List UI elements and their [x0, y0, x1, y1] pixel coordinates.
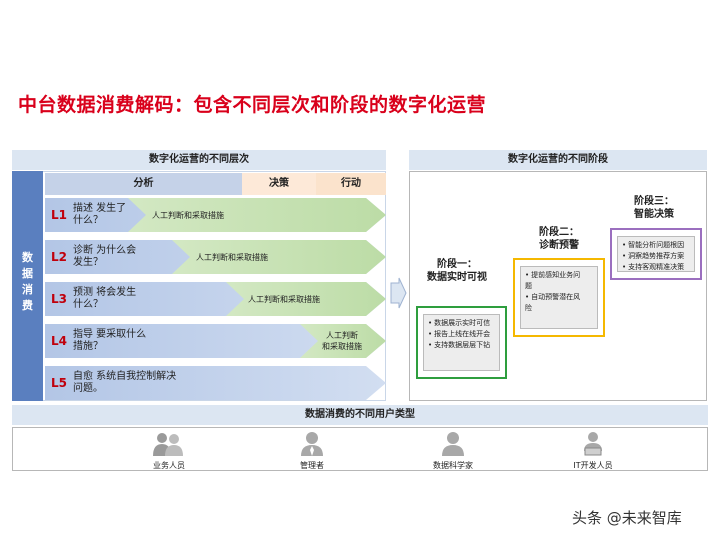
user-types-panel: [12, 427, 708, 471]
stage-3-item: 智能分析问题根因: [622, 240, 690, 251]
l3-arrow: [226, 282, 386, 316]
level-l4-desc-line2: 措施？: [73, 341, 103, 352]
stage-1-item: 数据展示实时可信: [428, 318, 495, 329]
data-consumption-bar: [12, 171, 43, 401]
stage-1-item: 报告上线在线开会: [428, 329, 495, 340]
stage-1-item: 支持数据层层下钻: [428, 340, 495, 351]
l4-arrow: [300, 324, 386, 358]
stage-1-title-line2: 数据实时可视: [427, 272, 487, 283]
level-l1-arrow-text: 人工判断和采取措施: [152, 211, 224, 220]
stage-2-title-line2: 诊断预警: [539, 240, 579, 251]
level-l5-desc-line2: 问题。: [73, 383, 103, 394]
level-l4-arrow-line1: 人工判断: [326, 331, 358, 340]
level-l1-desc-line1: 描述 发生了: [73, 203, 127, 214]
level-l5-id: L5: [51, 376, 67, 390]
level-l1-id: L1: [51, 208, 67, 222]
data-consumption-label: 数 据 消 费: [12, 250, 43, 314]
stage-3-title: 阶段三： 智能决策: [614, 195, 694, 221]
stage-connector-arrow: [390, 277, 407, 309]
stage-3-title-line1: 阶段三：: [634, 196, 674, 207]
stages-panel-header: 数字化运营的不同阶段: [409, 150, 707, 170]
l5-band: [45, 366, 386, 400]
it-developer-icon: [584, 432, 602, 456]
consumer-label-char-1: 数: [22, 251, 33, 264]
manager-icon: [301, 432, 323, 456]
stage-3-item: 洞察趋势推荐方案: [622, 251, 690, 262]
l2-arrow: [172, 240, 386, 274]
consumer-label-char-4: 费: [22, 299, 33, 312]
level-l4-arrow-text: 人工判断 和采取措施: [322, 330, 362, 352]
levels-panel-header: 数字化运营的不同层次: [12, 150, 386, 170]
user-type-manager: 管理者: [300, 461, 324, 470]
column-analysis: 分析: [45, 173, 242, 195]
level-l1-desc-line2: 什么？: [73, 215, 103, 226]
level-l4-desc: 指导 要采取什么 措施？: [73, 329, 146, 353]
stage-1-title: 阶段一： 数据实时可视: [418, 258, 496, 284]
user-type-it-developer: IT开发人员: [573, 461, 613, 470]
column-decision: 决策: [242, 173, 316, 195]
l1-arrow: [128, 198, 386, 232]
user-type-data-scientist: 数据科学家: [433, 461, 473, 470]
level-l2-id: L2: [51, 250, 67, 264]
level-l3-desc: 预测 将会发生 什么？: [73, 287, 136, 311]
level-l1-desc: 描述 发生了 什么？: [73, 203, 126, 227]
stages-panel: [409, 171, 707, 401]
business-users-icon: [153, 433, 183, 456]
level-l4-desc-line1: 指导 要采取什么: [73, 329, 147, 340]
stage-1-inner: 数据展示实时可信 报告上线在线开会 支持数据层层下钻: [423, 314, 500, 371]
level-l2-desc: 诊断 为什么会 发生？: [73, 245, 136, 269]
stage-1-list: 数据展示实时可信 报告上线在线开会 支持数据层层下钻: [428, 318, 495, 351]
level-l2-desc-line1: 诊断 为什么会: [73, 245, 137, 256]
user-types-header: 数据消费的不同用户类型: [12, 405, 708, 425]
level-l2-arrow-text: 人工判断和采取措施: [196, 253, 268, 262]
stage-1-box: 数据展示实时可信 报告上线在线开会 支持数据层层下钻: [416, 306, 507, 379]
stage-3-inner: 智能分析问题根因 洞察趋势推荐方案 支持客观精准决策: [617, 236, 695, 272]
l4-band: [45, 324, 386, 358]
level-l2-desc-line2: 发生？: [73, 257, 103, 268]
level-l3-desc-line2: 什么？: [73, 299, 103, 310]
stage-1-title-line1: 阶段一：: [437, 259, 477, 270]
stage-3-list: 智能分析问题根因 洞察趋势推荐方案 支持客观精准决策: [622, 240, 690, 273]
stage-3-title-line2: 智能决策: [634, 209, 674, 220]
data-scientist-icon: [442, 432, 464, 456]
level-l3-arrow-text: 人工判断和采取措施: [248, 295, 320, 304]
stage-2-title: 阶段二： 诊断预警: [520, 226, 598, 252]
consumer-label-char-3: 消: [22, 283, 33, 296]
watermark: 头条 @未来智库: [572, 509, 682, 527]
stage-2-title-line1: 阶段二：: [539, 227, 579, 238]
level-l4-arrow-line2: 和采取措施: [322, 342, 362, 351]
stage-3-item: 支持客观精准决策: [622, 262, 690, 273]
level-l5-desc: 自愈 系统自我控制解决 问题。: [73, 371, 176, 395]
column-action: 行动: [316, 173, 386, 195]
page-title: 中台数据消费解码：包含不同层次和阶段的数字化运营: [18, 94, 487, 116]
level-l3-id: L3: [51, 292, 67, 306]
user-type-business: 业务人员: [153, 461, 185, 470]
level-l3-desc-line1: 预测 将会发生: [73, 287, 137, 298]
level-l5-desc-line1: 自愈 系统自我控制解决: [73, 371, 177, 382]
stage-3-box: 智能分析问题根因 洞察趋势推荐方案 支持客观精准决策: [610, 228, 702, 280]
consumer-label-char-2: 据: [22, 267, 33, 280]
level-l4-id: L4: [51, 334, 67, 348]
